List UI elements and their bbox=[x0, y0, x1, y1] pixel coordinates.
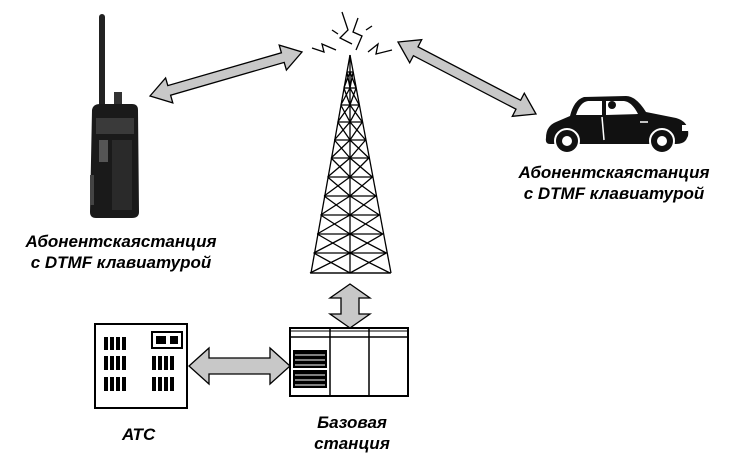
tower-brace bbox=[309, 252, 391, 274]
radio-label-line1: Абонентскаястанция bbox=[25, 232, 217, 251]
handheld-radio-icon bbox=[90, 14, 139, 218]
car-icon bbox=[545, 96, 689, 154]
pbx-card-slot bbox=[170, 377, 174, 391]
pbx-card-slot bbox=[122, 356, 126, 370]
radio-label: Абонентскаястанция с DTMF клавиатурой bbox=[10, 231, 232, 273]
pbx-card-slot bbox=[122, 377, 126, 391]
pbx-card-slot bbox=[104, 377, 108, 391]
pbx-card-slot bbox=[110, 337, 114, 350]
pbx-card-slot bbox=[152, 377, 156, 391]
car-label-line2: с DTMF клавиатурой bbox=[523, 184, 705, 203]
base-station-label: Базовая станция bbox=[292, 412, 412, 454]
pbx-card-slot bbox=[158, 377, 162, 391]
pbx-card-slot bbox=[104, 356, 108, 370]
radio-label-line2: с DTMF клавиатурой bbox=[30, 253, 212, 272]
tower-base-link-arrow bbox=[327, 283, 373, 329]
car-label: Абонентскаястанция с DTMF клавиатурой bbox=[504, 162, 724, 204]
base-station-label-line1: Базовая bbox=[317, 413, 387, 432]
car-tower-link-arrow bbox=[396, 38, 538, 118]
pbx-card-slot bbox=[116, 337, 120, 350]
pbx-card-slot bbox=[122, 337, 126, 350]
pbx-cabinet-icon bbox=[94, 323, 188, 409]
pbx-card-slot bbox=[116, 377, 120, 391]
pbx-card-slot bbox=[164, 377, 168, 391]
pbx-card-slot bbox=[158, 356, 162, 370]
pbx-label: АТС bbox=[122, 425, 156, 444]
pbx-card-slot bbox=[152, 356, 156, 370]
pbx-base-link-arrow bbox=[188, 346, 291, 386]
radio-tower-link-arrow bbox=[148, 44, 304, 104]
pbx-card-slot bbox=[170, 356, 174, 370]
radio-tower-icon bbox=[309, 11, 393, 274]
base-station-icon bbox=[289, 327, 409, 397]
pbx-card-slot bbox=[116, 356, 120, 370]
pbx-card-slot bbox=[164, 356, 168, 370]
base-station-label-line2: станция bbox=[314, 434, 390, 453]
pbx-card-slot bbox=[110, 377, 114, 391]
pbx-card-slot bbox=[104, 337, 108, 350]
pbx-card-slot bbox=[110, 356, 114, 370]
car-label-line1: Абонентскаястанция bbox=[518, 163, 710, 182]
